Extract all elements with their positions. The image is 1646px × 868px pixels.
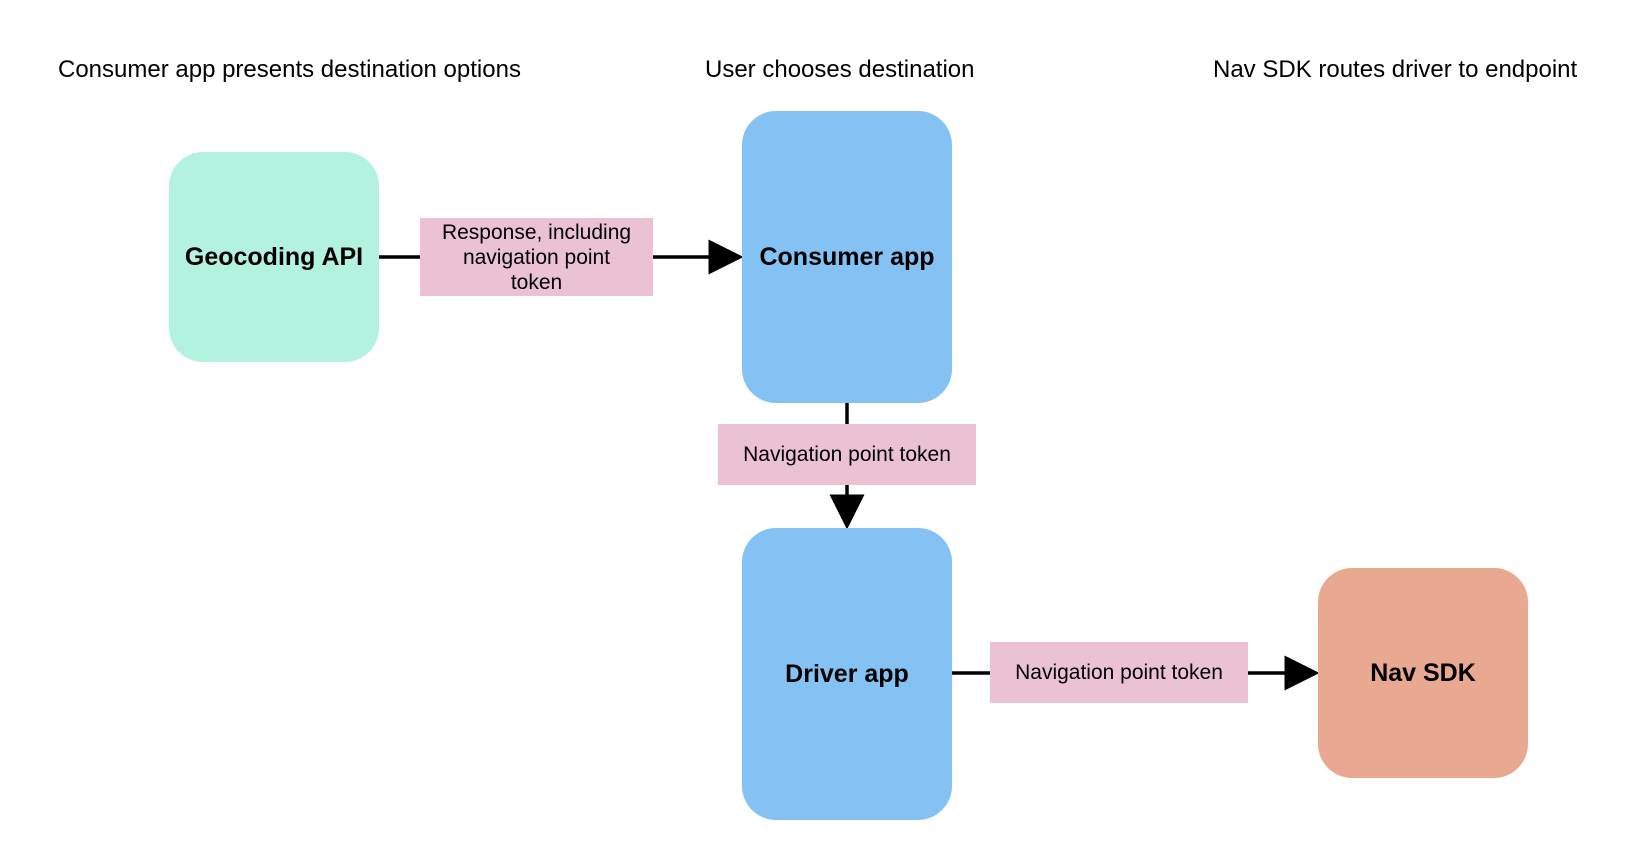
step-heading-consumer-presents: Consumer app presents destination option… [58, 56, 521, 83]
driver-app-label: Driver app [785, 659, 909, 688]
nav-sdk-node: Nav SDK [1318, 568, 1528, 778]
edge-label-consumer-to-driver: Navigation point token [718, 424, 976, 485]
nav-sdk-label: Nav SDK [1370, 658, 1476, 687]
geocoding-api-label: Geocoding API [184, 242, 364, 271]
consumer-app-node: Consumer app [742, 111, 952, 403]
edge-label-consumer-to-driver-text: Navigation point token [743, 443, 951, 466]
edge-label-driver-to-navsdk: Navigation point token [990, 642, 1248, 703]
step-heading-user-chooses: User chooses destination [705, 56, 975, 83]
edge-label-response: Response, including navigation point tok… [420, 218, 653, 296]
step-heading-nav-sdk-routes: Nav SDK routes driver to endpoint [1213, 56, 1578, 83]
driver-app-node: Driver app [742, 528, 952, 820]
edge-label-response-text: Response, including navigation point tok… [441, 220, 632, 294]
geocoding-api-node: Geocoding API [169, 152, 379, 362]
consumer-app-label: Consumer app [759, 242, 935, 271]
edge-label-driver-to-navsdk-text: Navigation point token [1015, 661, 1223, 684]
